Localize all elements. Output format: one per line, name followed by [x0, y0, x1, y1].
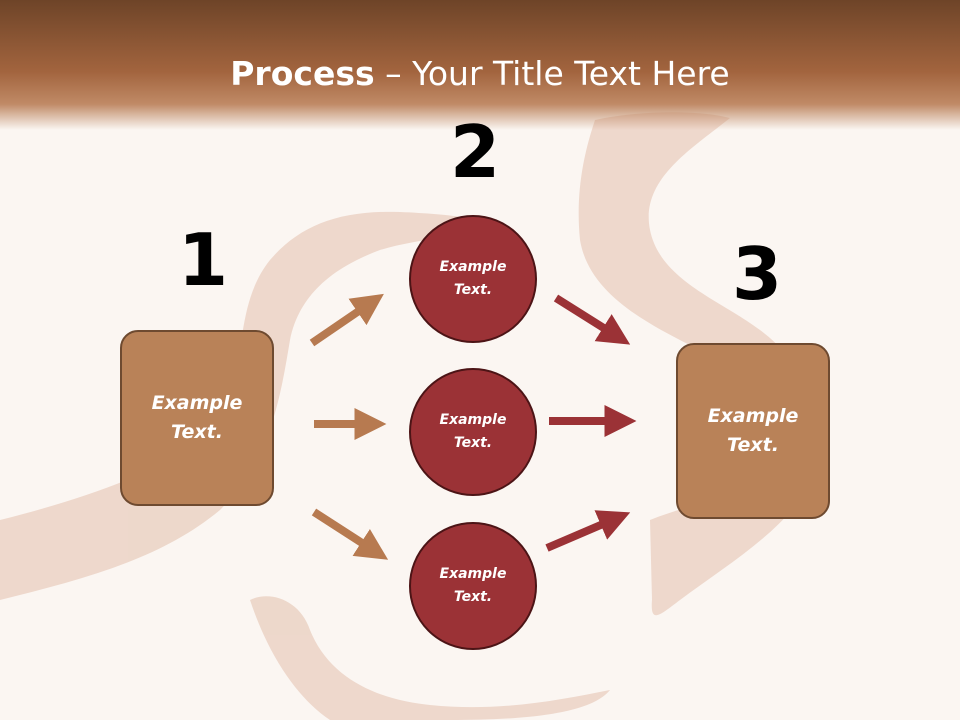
step-number-2: 2: [450, 110, 501, 194]
arrow-bottom-to-right: [545, 510, 631, 552]
page-title: Process – Your Title Text Here: [0, 54, 960, 93]
step-number-1: 1: [178, 218, 229, 302]
left-box-label: Example Text.: [151, 392, 243, 443]
arrow-top-to-right: [553, 294, 631, 345]
right-text-box: Example Text.: [676, 343, 830, 519]
circle-bottom-label: Example Text.: [439, 566, 507, 605]
circle-bottom: Example Text.: [409, 522, 537, 650]
title-rest: Your Title Text Here: [412, 54, 730, 93]
circle-middle: Example Text.: [409, 368, 537, 496]
left-text-box: Example Text.: [120, 330, 274, 506]
title-bold: Process: [230, 54, 375, 93]
arrow-left-to-top: [309, 293, 384, 347]
circle-top: Example Text.: [409, 215, 537, 343]
right-box-label: Example Text.: [707, 405, 799, 456]
circle-middle-label: Example Text.: [439, 412, 507, 451]
step-number-3: 3: [732, 232, 783, 316]
title-banner: [0, 0, 960, 130]
arrow-left-to-bottom: [311, 508, 389, 560]
circle-top-label: Example Text.: [439, 259, 507, 298]
title-dash: –: [374, 54, 413, 93]
